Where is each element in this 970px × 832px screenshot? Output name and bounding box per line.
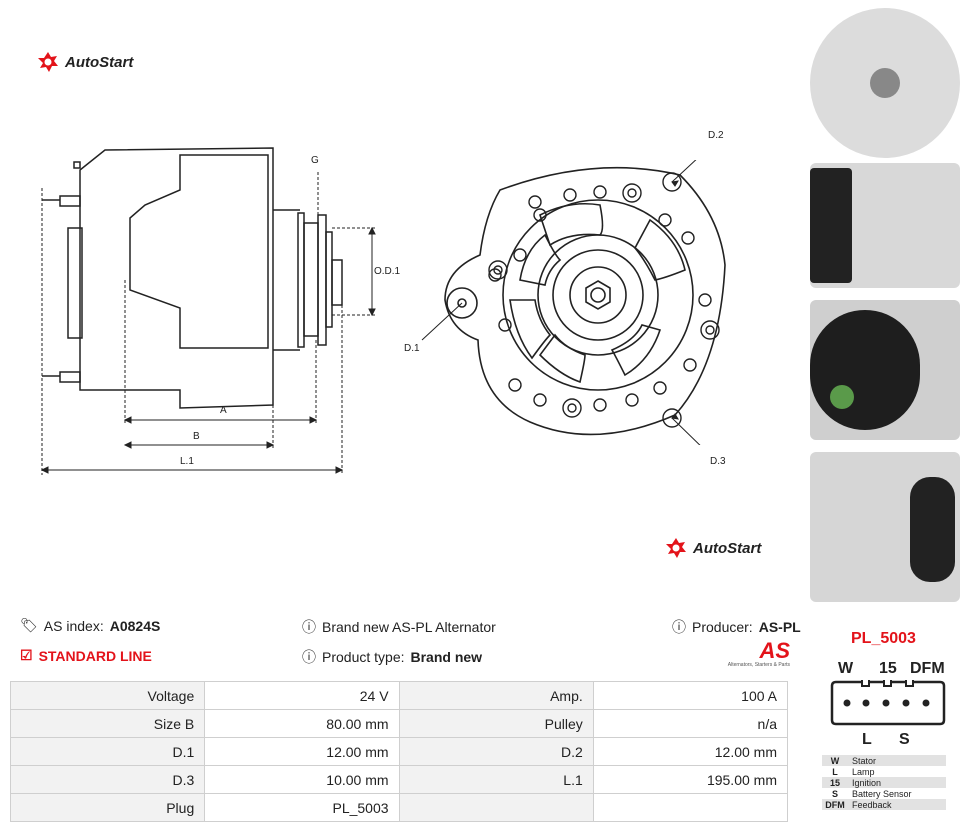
producer-tagline: Alternators, Starters & Parts: [727, 662, 790, 668]
producer: ⓘ Producer: AS-PL: [672, 617, 801, 637]
alternator-side-view-drawing: [40, 147, 376, 475]
as-index-value: A0824S: [109, 617, 161, 634]
tag-icon: 🏷︎: [20, 617, 38, 633]
plug-legend-row: 15 Ignition: [822, 777, 946, 788]
dim-label-a: A: [220, 405, 227, 416]
plug-legend-value: Battery Sensor: [852, 788, 912, 799]
dim-label-l1: L.1: [180, 456, 194, 467]
product-photo-side-2: [810, 452, 960, 602]
dim-label-g: G: [311, 155, 319, 166]
plug-legend-key: L: [832, 766, 838, 777]
plug-legend-key: W: [830, 755, 840, 766]
plug-legend-key: S: [831, 788, 838, 799]
alternator-front-view-drawing: [421, 160, 726, 445]
plug-legend-key: DFM: [825, 799, 845, 810]
product-photo-side: [810, 163, 960, 288]
producer-label: Producer:: [692, 619, 753, 635]
autostart-logo-text: AutoStart: [65, 53, 134, 71]
autostart-logo-icon: [666, 538, 686, 558]
info-icon: ⓘ: [302, 619, 316, 635]
spec-value: 80.00 mm: [204, 709, 400, 738]
autostart-logo-text: AutoStart: [693, 539, 762, 557]
producer-logo: AS Alternators, Starters & Parts: [705, 638, 790, 669]
autostart-logo-icon: [38, 52, 58, 72]
plug-connector-diagram: [830, 680, 946, 726]
dim-label-d3: D.3: [710, 456, 726, 467]
brand-new-text: Brand new AS-PL Alternator: [322, 619, 496, 635]
spec-label: L.1: [398, 765, 594, 794]
product-photo-front: [810, 8, 960, 158]
plug-legend-row: DFM Feedback: [822, 799, 946, 810]
spec-value: 12.00 mm: [204, 737, 400, 766]
dim-label-od1: O.D.1: [374, 266, 401, 277]
autostart-logo-top: AutoStart: [37, 51, 133, 73]
spec-label: D.3: [9, 765, 206, 794]
brand-new-info: ⓘ Brand new AS-PL Alternator: [302, 617, 496, 637]
pin-label-15: 15: [879, 660, 897, 677]
dim-label-d1: D.1: [404, 343, 420, 354]
spec-label: Amp.: [398, 681, 594, 710]
plug-legend-key: 15: [829, 777, 840, 788]
spec-value: n/a: [592, 709, 789, 738]
spec-value: [592, 793, 789, 822]
pin-label-w: W: [838, 660, 854, 677]
plug-legend-row: L Lamp: [822, 766, 946, 777]
spec-label: Size B: [9, 709, 206, 738]
pin-label-l: L: [862, 731, 872, 748]
producer-value: AS-PL: [758, 619, 801, 635]
autostart-logo-bottom: AutoStart: [665, 537, 761, 559]
as-index-label: AS index:: [43, 617, 104, 634]
plug-legend-row: S Battery Sensor: [822, 788, 946, 799]
spec-label: Pulley: [398, 709, 594, 738]
plug-legend-row: W Stator: [822, 755, 946, 766]
spec-value: 100 A: [592, 681, 789, 710]
standard-line-label: STANDARD LINE: [38, 647, 152, 664]
spec-label: D.1: [9, 737, 206, 766]
product-type-value: Brand new: [410, 649, 483, 665]
spec-label: [398, 793, 594, 822]
spec-label: D.2: [398, 737, 594, 766]
spec-value: 195.00 mm: [592, 765, 789, 794]
standard-line: ☑ STANDARD LINE: [20, 647, 152, 664]
spec-value: PL_5003: [204, 793, 400, 822]
plug-legend-value: Stator: [852, 755, 877, 766]
pin-label-s: S: [899, 731, 910, 748]
as-index: 🏷︎ AS index: A0824S: [20, 617, 160, 634]
spec-value: 10.00 mm: [204, 765, 400, 794]
checkbox-icon: ☑: [20, 647, 33, 663]
product-photo-rear: [810, 300, 960, 440]
plug-legend-value: Lamp: [852, 766, 875, 777]
spec-value: 12.00 mm: [592, 737, 789, 766]
plug-legend-value: Ignition: [852, 777, 882, 788]
plug-legend-value: Feedback: [852, 799, 892, 810]
dim-label-d2: D.2: [708, 130, 724, 141]
product-type-label: Product type:: [322, 649, 405, 665]
spec-value: 24 V: [204, 681, 400, 710]
spec-label: Plug: [9, 793, 206, 822]
product-type: ⓘ Product type: Brand new: [302, 647, 482, 667]
info-icon: ⓘ: [672, 619, 686, 635]
info-icon: ⓘ: [302, 649, 316, 665]
pin-label-dfm: DFM: [910, 660, 945, 677]
plug-title: PL_5003: [851, 630, 916, 647]
spec-label: Voltage: [9, 681, 206, 710]
dim-label-b: B: [193, 431, 200, 442]
producer-logo-mark: AS: [759, 638, 790, 663]
